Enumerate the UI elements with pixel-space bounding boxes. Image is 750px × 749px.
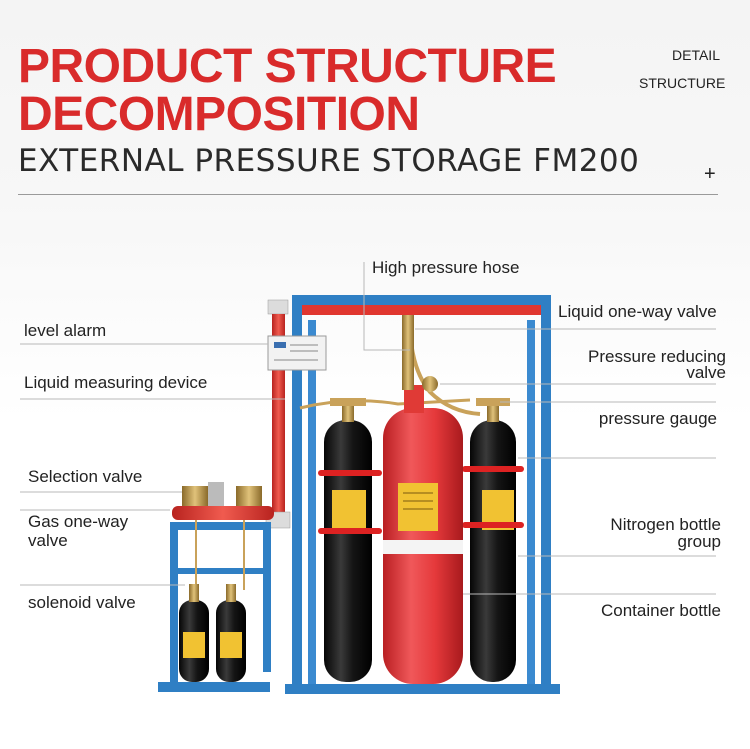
label-selection-valve: Selection valve <box>28 467 143 486</box>
label-container-bottle: Container bottle <box>600 601 721 620</box>
structure-label: STRUCTURE <box>639 75 726 91</box>
page-title-line-2: DECOMPOSITION <box>18 88 420 141</box>
label-solenoid-valve: solenoid valve <box>28 593 136 612</box>
label-nitrogen-bottle-group-line2: group <box>677 532 721 551</box>
label-level-alarm: level alarm <box>24 321 107 340</box>
plus-icon: + <box>704 163 716 185</box>
nitrogen-bottle-right <box>462 398 524 682</box>
container-bottle <box>383 315 463 684</box>
liquid-measuring-pipe <box>265 299 291 529</box>
label-pressure-gauge: pressure gauge <box>598 409 717 428</box>
level-alarm-box <box>267 335 327 371</box>
label-high-pressure-hose: High pressure hose <box>372 258 520 277</box>
leader-lines <box>20 262 716 595</box>
label-liquid-one-way-valve: Liquid one-way valve <box>558 302 717 321</box>
label-gas-one-way-valve-line1: Gas one-way <box>28 512 129 531</box>
label-pressure-reducing-valve-line2: valve <box>686 363 726 382</box>
selection-valve-frame <box>158 482 274 692</box>
page-subtitle: EXTERNAL PRESSURE STORAGE FM200 <box>18 143 640 179</box>
label-gas-one-way-valve-line2: valve <box>28 531 68 550</box>
page-title-line-1: PRODUCT STRUCTURE <box>18 40 557 93</box>
label-pressure-reducing-valve-line1: Pressure reducing <box>588 347 726 366</box>
detail-label: DETAIL <box>672 47 720 63</box>
label-liquid-measuring-device: Liquid measuring device <box>24 373 208 392</box>
main-frame <box>285 295 560 694</box>
header-divider <box>18 194 718 195</box>
label-nitrogen-bottle-group-line1: Nitrogen bottle <box>610 515 721 534</box>
nitrogen-bottle-left <box>318 398 382 682</box>
